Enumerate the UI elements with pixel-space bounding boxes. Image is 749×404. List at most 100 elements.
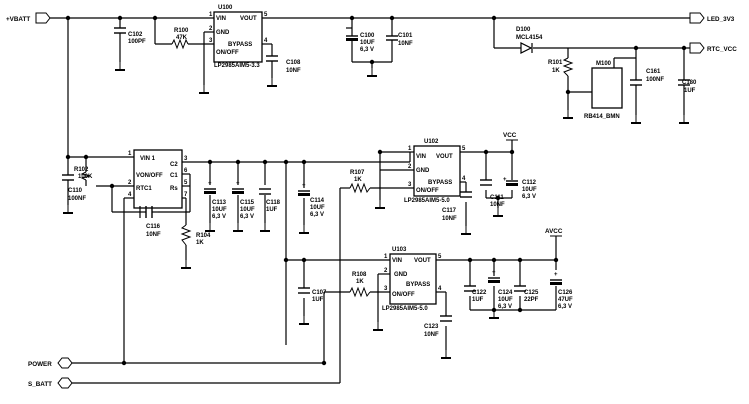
svg-text:C125: C125 <box>524 290 539 296</box>
capacitor-c124[interactable]: + C124 10UF 6,3 V <box>488 270 513 310</box>
svg-text:1UF: 1UF <box>472 297 484 303</box>
svg-text:6: 6 <box>184 168 188 174</box>
svg-text:R102: R102 <box>74 167 89 173</box>
capacitor-c108[interactable]: C108 10NF <box>266 55 301 78</box>
svg-text:10UF: 10UF <box>522 187 537 193</box>
capacitor-c111[interactable]: C111 10NF <box>480 179 505 208</box>
capacitor-c101[interactable]: C101 10NF <box>386 28 413 48</box>
capacitor-c122[interactable]: C122 1UF <box>464 285 487 303</box>
svg-text:R107: R107 <box>350 170 365 176</box>
svg-text:2: 2 <box>209 26 213 32</box>
junction-dots <box>65 15 687 366</box>
svg-text:VCC: VCC <box>503 132 517 139</box>
net-rtc-vcc[interactable]: RTC_VCC <box>689 42 737 54</box>
svg-text:5: 5 <box>184 180 188 186</box>
svg-text:C116: C116 <box>146 224 161 230</box>
svg-text:VOUT: VOUT <box>436 154 453 160</box>
capacitor-c161[interactable]: C161 100NF <box>630 69 664 100</box>
diode-d100[interactable]: D100 MCL4154 <box>516 27 543 54</box>
svg-text:10NF: 10NF <box>146 232 161 238</box>
svg-text:C180: C180 <box>682 80 697 86</box>
capacitor-c113[interactable]: + C113 10UF 6,3 V <box>204 181 227 220</box>
svg-text:R101: R101 <box>548 60 563 66</box>
svg-text:6,3 V: 6,3 V <box>360 47 374 53</box>
net-power[interactable]: POWER <box>28 357 73 369</box>
resistor-r100[interactable]: R100 47K <box>171 28 189 50</box>
svg-text:U102: U102 <box>424 139 439 145</box>
capacitor-c100[interactable]: C100 10UF 6,3 V <box>346 27 375 53</box>
svg-text:10UF: 10UF <box>498 297 513 303</box>
svg-text:100PF: 100PF <box>128 39 146 45</box>
svg-text:C107: C107 <box>312 290 327 296</box>
svg-text:47K: 47K <box>176 35 188 41</box>
capacitor-c180[interactable]: C180 1UF <box>678 79 697 100</box>
svg-text:VIN: VIN <box>216 16 226 22</box>
resistor-r104[interactable]: R104 1K <box>180 224 211 246</box>
svg-text:GND: GND <box>216 30 230 36</box>
svg-text:LED_3V3: LED_3V3 <box>707 16 735 23</box>
svg-text:ON/OFF: ON/OFF <box>216 50 239 56</box>
svg-text:POWER: POWER <box>28 361 52 368</box>
svg-text:C100: C100 <box>360 33 375 39</box>
svg-text:C123: C123 <box>424 324 439 330</box>
svg-text:U100: U100 <box>218 5 233 11</box>
svg-text:R108: R108 <box>352 272 367 278</box>
svg-text:1: 1 <box>209 12 213 18</box>
resistor-r108[interactable]: R108 1K <box>349 272 371 298</box>
svg-text:10NF: 10NF <box>442 216 457 222</box>
svg-text:GND: GND <box>416 168 430 174</box>
svg-text:1: 1 <box>384 254 388 260</box>
svg-text:5: 5 <box>264 12 268 18</box>
svg-text:5: 5 <box>438 254 442 260</box>
capacitor-c126[interactable]: + C126 47UF 6,3 V <box>550 272 573 310</box>
net-avcc[interactable]: AVCC <box>545 228 563 237</box>
ic-u100[interactable]: U100 VIN VOUT GND BYPASS ON/OFF LP2985AI… <box>209 5 268 69</box>
svg-text:10UF: 10UF <box>240 207 255 213</box>
svg-text:6,3 V: 6,3 V <box>310 212 324 218</box>
net-led-3v3[interactable]: LED_3V3 <box>689 12 735 24</box>
resistor-r107[interactable]: R107 1K <box>349 170 371 194</box>
svg-text:VOUT: VOUT <box>414 258 431 264</box>
capacitor-c110[interactable]: C110 100NF <box>62 174 86 202</box>
ic-u103[interactable]: U103 VIN VOUT GND BYPASS ON/OFF LP2985AI… <box>382 247 442 312</box>
svg-text:C126: C126 <box>558 290 573 296</box>
capacitor-c118[interactable]: C118 1UF <box>259 188 281 213</box>
capacitor-c125[interactable]: C125 22PF <box>514 285 539 303</box>
module-m100[interactable]: M100 RB414_BMN <box>584 61 623 120</box>
svg-text:4: 4 <box>128 192 132 198</box>
svg-text:5: 5 <box>462 146 466 152</box>
svg-text:C101: C101 <box>398 33 413 39</box>
capacitor-c117[interactable]: C117 10NF <box>442 191 472 222</box>
svg-text:S_BATT: S_BATT <box>28 381 52 388</box>
capacitor-c115[interactable]: + C115 10UF 6,3 V <box>232 181 255 220</box>
svg-text:2: 2 <box>128 180 132 186</box>
capacitor-c114[interactable]: + C114 10UF 6,3 V <box>298 183 325 218</box>
net-vcc[interactable]: VCC <box>503 132 518 141</box>
capacitor-c102[interactable]: C102 100PF <box>114 27 146 62</box>
svg-text:7: 7 <box>184 192 188 198</box>
ic-u101[interactable]: VIN 1 VON/OFF RTC1 C2 C1 Rs 1 2 3 4 5 6 … <box>128 149 188 209</box>
svg-text:LP2985AIM5-3.3: LP2985AIM5-3.3 <box>214 63 260 69</box>
svg-text:1K: 1K <box>552 68 560 74</box>
resistor-r102[interactable]: R102 100K <box>74 167 93 181</box>
capacitor-c107[interactable]: C107 1UF <box>298 287 327 303</box>
capacitor-c123[interactable]: C123 10NF <box>424 315 452 338</box>
svg-text:AVCC: AVCC <box>545 228 563 235</box>
svg-text:BYPASS: BYPASS <box>228 42 252 48</box>
svg-text:D100: D100 <box>516 27 531 33</box>
svg-text:C117: C117 <box>442 208 457 214</box>
svg-text:BYPASS: BYPASS <box>428 180 452 186</box>
net-s-batt[interactable]: S_BATT <box>28 377 73 389</box>
net-vbatt[interactable]: +VBATT <box>6 12 51 24</box>
svg-text:BYPASS: BYPASS <box>406 282 430 288</box>
capacitor-c116[interactable]: C116 10NF <box>139 206 161 238</box>
svg-text:+VBATT: +VBATT <box>6 16 30 23</box>
svg-text:+: + <box>492 270 496 276</box>
capacitor-c112[interactable]: + C112 10UF 6,3 V <box>503 177 537 200</box>
resistor-r101[interactable]: R101 1K <box>548 57 574 77</box>
ic-u102[interactable]: U102 VIN VOUT GND BYPASS ON/OFF LP2985AI… <box>404 139 466 204</box>
svg-text:C108: C108 <box>286 60 301 66</box>
svg-text:47UF: 47UF <box>558 297 573 303</box>
svg-text:VIN: VIN <box>416 154 426 160</box>
svg-text:RB414_BMN: RB414_BMN <box>584 114 620 120</box>
